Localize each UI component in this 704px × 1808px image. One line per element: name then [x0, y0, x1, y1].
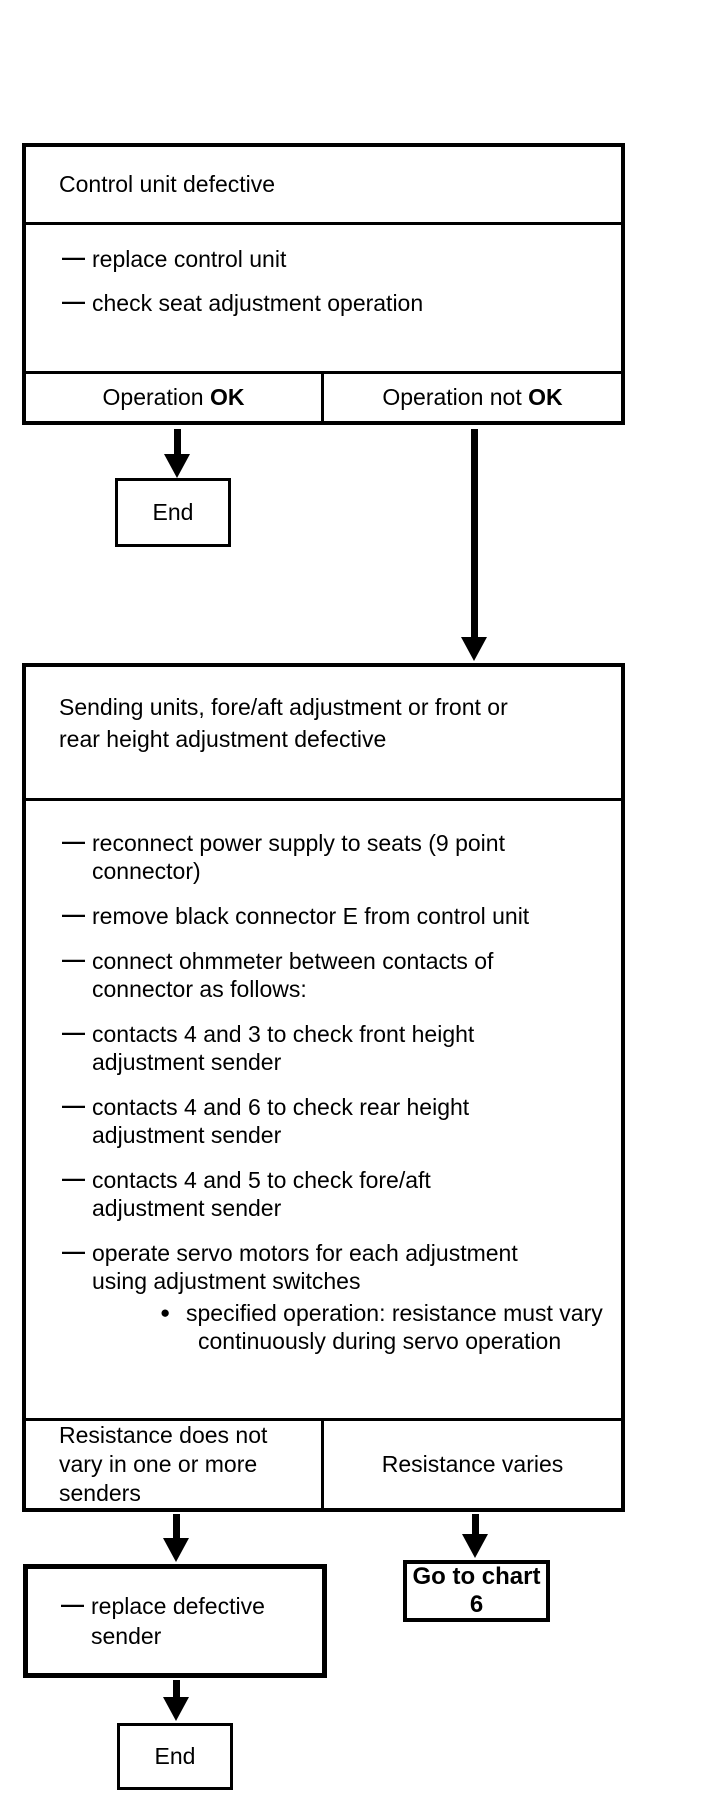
box2-outcome-row: Resistance does not vary in one or more …	[26, 1421, 621, 1508]
end-box-1: End	[115, 478, 231, 547]
dash-marker: —	[62, 828, 85, 855]
box1-title-text: Control unit defective	[59, 171, 276, 197]
action-line: replace control unit	[92, 246, 287, 272]
action-line: connector as follows:	[92, 976, 307, 1003]
action-item: — operate servo motors for each adjustme…	[26, 1238, 621, 1355]
dash-marker: —	[62, 946, 85, 973]
arrow-replace-to-end	[163, 1680, 189, 1721]
arrow-head-icon	[163, 1538, 189, 1562]
outcome-line: vary in one or more	[59, 1451, 258, 1477]
bullet-marker: ●	[160, 1303, 171, 1323]
dash-marker: —	[62, 288, 85, 314]
box1-actions: — replace control unit — check seat adju…	[26, 225, 621, 374]
outcome-resistance-varies: Resistance varies	[324, 1421, 621, 1508]
action-line: reconnect power supply to seats (9 point	[92, 830, 505, 857]
box1-title: Control unit defective	[26, 147, 621, 225]
box-control-unit-defective: Control unit defective — replace control…	[22, 143, 625, 425]
dash-marker: —	[62, 1165, 85, 1192]
box2-title-line: rear height adjustment defective	[59, 726, 387, 752]
outcome-text: Resistance varies	[381, 1451, 564, 1477]
action-item: — connect ohmmeter between contacts of c…	[26, 946, 621, 1003]
sub-line: continuously during servo operation	[198, 1328, 562, 1355]
arrow-shaft	[172, 1514, 180, 1538]
arrow-resistance-not-vary-to-replace	[163, 1514, 189, 1562]
action-item: — reconnect power supply to seats (9 poi…	[26, 828, 621, 885]
box2-title: Sending units, fore/aft adjustment or fr…	[26, 667, 621, 802]
arrow-shaft	[173, 429, 181, 454]
action-line: adjustment sender	[92, 1049, 282, 1076]
dash-marker: —	[62, 1019, 85, 1046]
action-line: adjustment sender	[92, 1122, 282, 1149]
box2-title-line: Sending units, fore/aft adjustment or fr…	[59, 694, 508, 720]
action-item: — replace defective sender	[28, 1591, 322, 1651]
action-line: check seat adjustment operation	[92, 290, 424, 316]
outcome-text: Operation OK	[102, 384, 245, 410]
action-line: replace defective	[91, 1593, 265, 1619]
action-line: adjustment sender	[92, 1195, 282, 1222]
arrow-head-icon	[462, 1534, 488, 1558]
action-line: remove black connector E from control un…	[92, 903, 530, 930]
arrow-operation-ok-to-end	[164, 429, 190, 478]
sub-line: specified operation: resistance must var…	[186, 1300, 603, 1327]
action-line: operate servo motors for each adjustment	[92, 1240, 518, 1267]
arrow-head-icon	[461, 637, 487, 661]
action-item: — contacts 4 and 6 to check rear height …	[26, 1092, 621, 1149]
action-line: contacts 4 and 3 to check front height	[92, 1021, 475, 1048]
box2-actions: — reconnect power supply to seats (9 poi…	[26, 801, 621, 1421]
sub-bullet-item: ● specified operation: resistance must v…	[92, 1299, 621, 1355]
arrow-head-icon	[164, 454, 190, 478]
end-label: End	[154, 1743, 196, 1769]
dash-marker: —	[62, 901, 85, 928]
action-item: — contacts 4 and 3 to check front height…	[26, 1019, 621, 1076]
outcome-line: senders	[59, 1480, 141, 1506]
box-go-to-chart-6: Go to chart 6	[403, 1560, 550, 1622]
goto-line: Go to chart	[412, 1563, 541, 1590]
outcome-text: Operation not OK	[382, 384, 563, 410]
goto-line: 6	[469, 1591, 484, 1618]
action-line: connector)	[92, 858, 201, 885]
outcome-operation-ok: Operation OK	[26, 374, 324, 421]
dash-marker: —	[62, 1092, 85, 1119]
arrow-shaft	[470, 429, 478, 637]
box1-outcome-row: Operation OK Operation not OK	[26, 374, 621, 421]
action-line: contacts 4 and 5 to check fore/aft	[92, 1167, 431, 1194]
arrow-resistance-varies-to-goto	[462, 1514, 488, 1558]
action-line: connect ohmmeter between contacts of	[92, 948, 494, 975]
action-line: sender	[91, 1623, 162, 1649]
outcome-resistance-does-not-vary: Resistance does not vary in one or more …	[26, 1421, 324, 1508]
box-replace-defective-sender: — replace defective sender	[23, 1564, 327, 1678]
outcome-operation-not-ok: Operation not OK	[324, 374, 621, 421]
action-line: using adjustment switches	[92, 1268, 361, 1295]
action-item: — remove black connector E from control …	[26, 901, 621, 930]
arrow-shaft	[172, 1680, 180, 1697]
arrow-head-icon	[163, 1697, 189, 1721]
arrow-shaft	[471, 1514, 479, 1534]
dash-marker: —	[62, 1238, 85, 1265]
dash-marker: —	[61, 1591, 84, 1617]
action-item: — contacts 4 and 5 to check fore/aft adj…	[26, 1165, 621, 1222]
dash-marker: —	[62, 244, 85, 270]
end-label: End	[152, 499, 194, 525]
outcome-line: Resistance does not	[59, 1422, 268, 1448]
arrow-operation-not-ok-to-box2	[461, 429, 487, 661]
box-sending-units-defective: Sending units, fore/aft adjustment or fr…	[22, 663, 625, 1512]
action-item: — check seat adjustment operation	[26, 288, 621, 317]
action-item: — replace control unit	[26, 244, 621, 273]
action-line: contacts 4 and 6 to check rear height	[92, 1094, 470, 1121]
end-box-2: End	[117, 1723, 233, 1790]
